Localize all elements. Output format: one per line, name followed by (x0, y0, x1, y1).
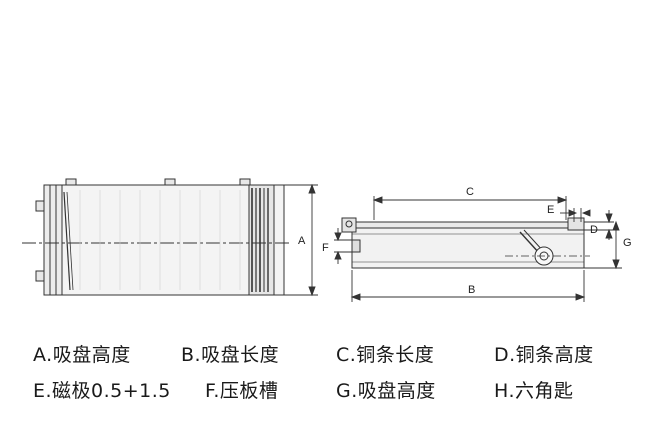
dimension-a (284, 183, 318, 297)
label-e: E (547, 204, 554, 216)
technical-drawing: A C E (22, 178, 632, 302)
legend-item-f: F.压板槽 (205, 380, 279, 402)
dimension-d (584, 210, 614, 240)
legend-row-1: A.吸盘高度 B.吸盘长度 C.铜条长度 D.铜条高度 (33, 340, 633, 376)
legend-item-b: B.吸盘长度 (181, 344, 280, 366)
legend-item-a: A.吸盘高度 (33, 344, 131, 366)
label-f: F (322, 242, 329, 254)
legend-item-d: D.铜条高度 (494, 344, 594, 366)
label-g: G (623, 237, 632, 249)
label-c: C (466, 186, 474, 198)
legend: A.吸盘高度 B.吸盘长度 C.铜条长度 D.铜条高度 E.磁极0.5+1.5 … (33, 340, 633, 412)
dimension-g (584, 220, 622, 270)
chuck-side-view (341, 217, 590, 269)
dimension-f (334, 228, 352, 264)
dimension-b (350, 270, 586, 302)
dimension-e (560, 208, 591, 222)
label-b: B (468, 284, 475, 296)
dimension-c (372, 196, 568, 220)
legend-item-g: G.吸盘高度 (336, 380, 436, 402)
legend-item-c: C.铜条长度 (336, 344, 435, 366)
label-d: D (590, 224, 598, 236)
chuck-top-view (22, 178, 292, 296)
label-a: A (298, 235, 306, 247)
legend-item-h: H.六角匙 (494, 380, 574, 402)
legend-row-2: E.磁极0.5+1.5 F.压板槽 G.吸盘高度 H.六角匙 (33, 376, 633, 412)
legend-item-e: E.磁极0.5+1.5 (33, 380, 171, 402)
